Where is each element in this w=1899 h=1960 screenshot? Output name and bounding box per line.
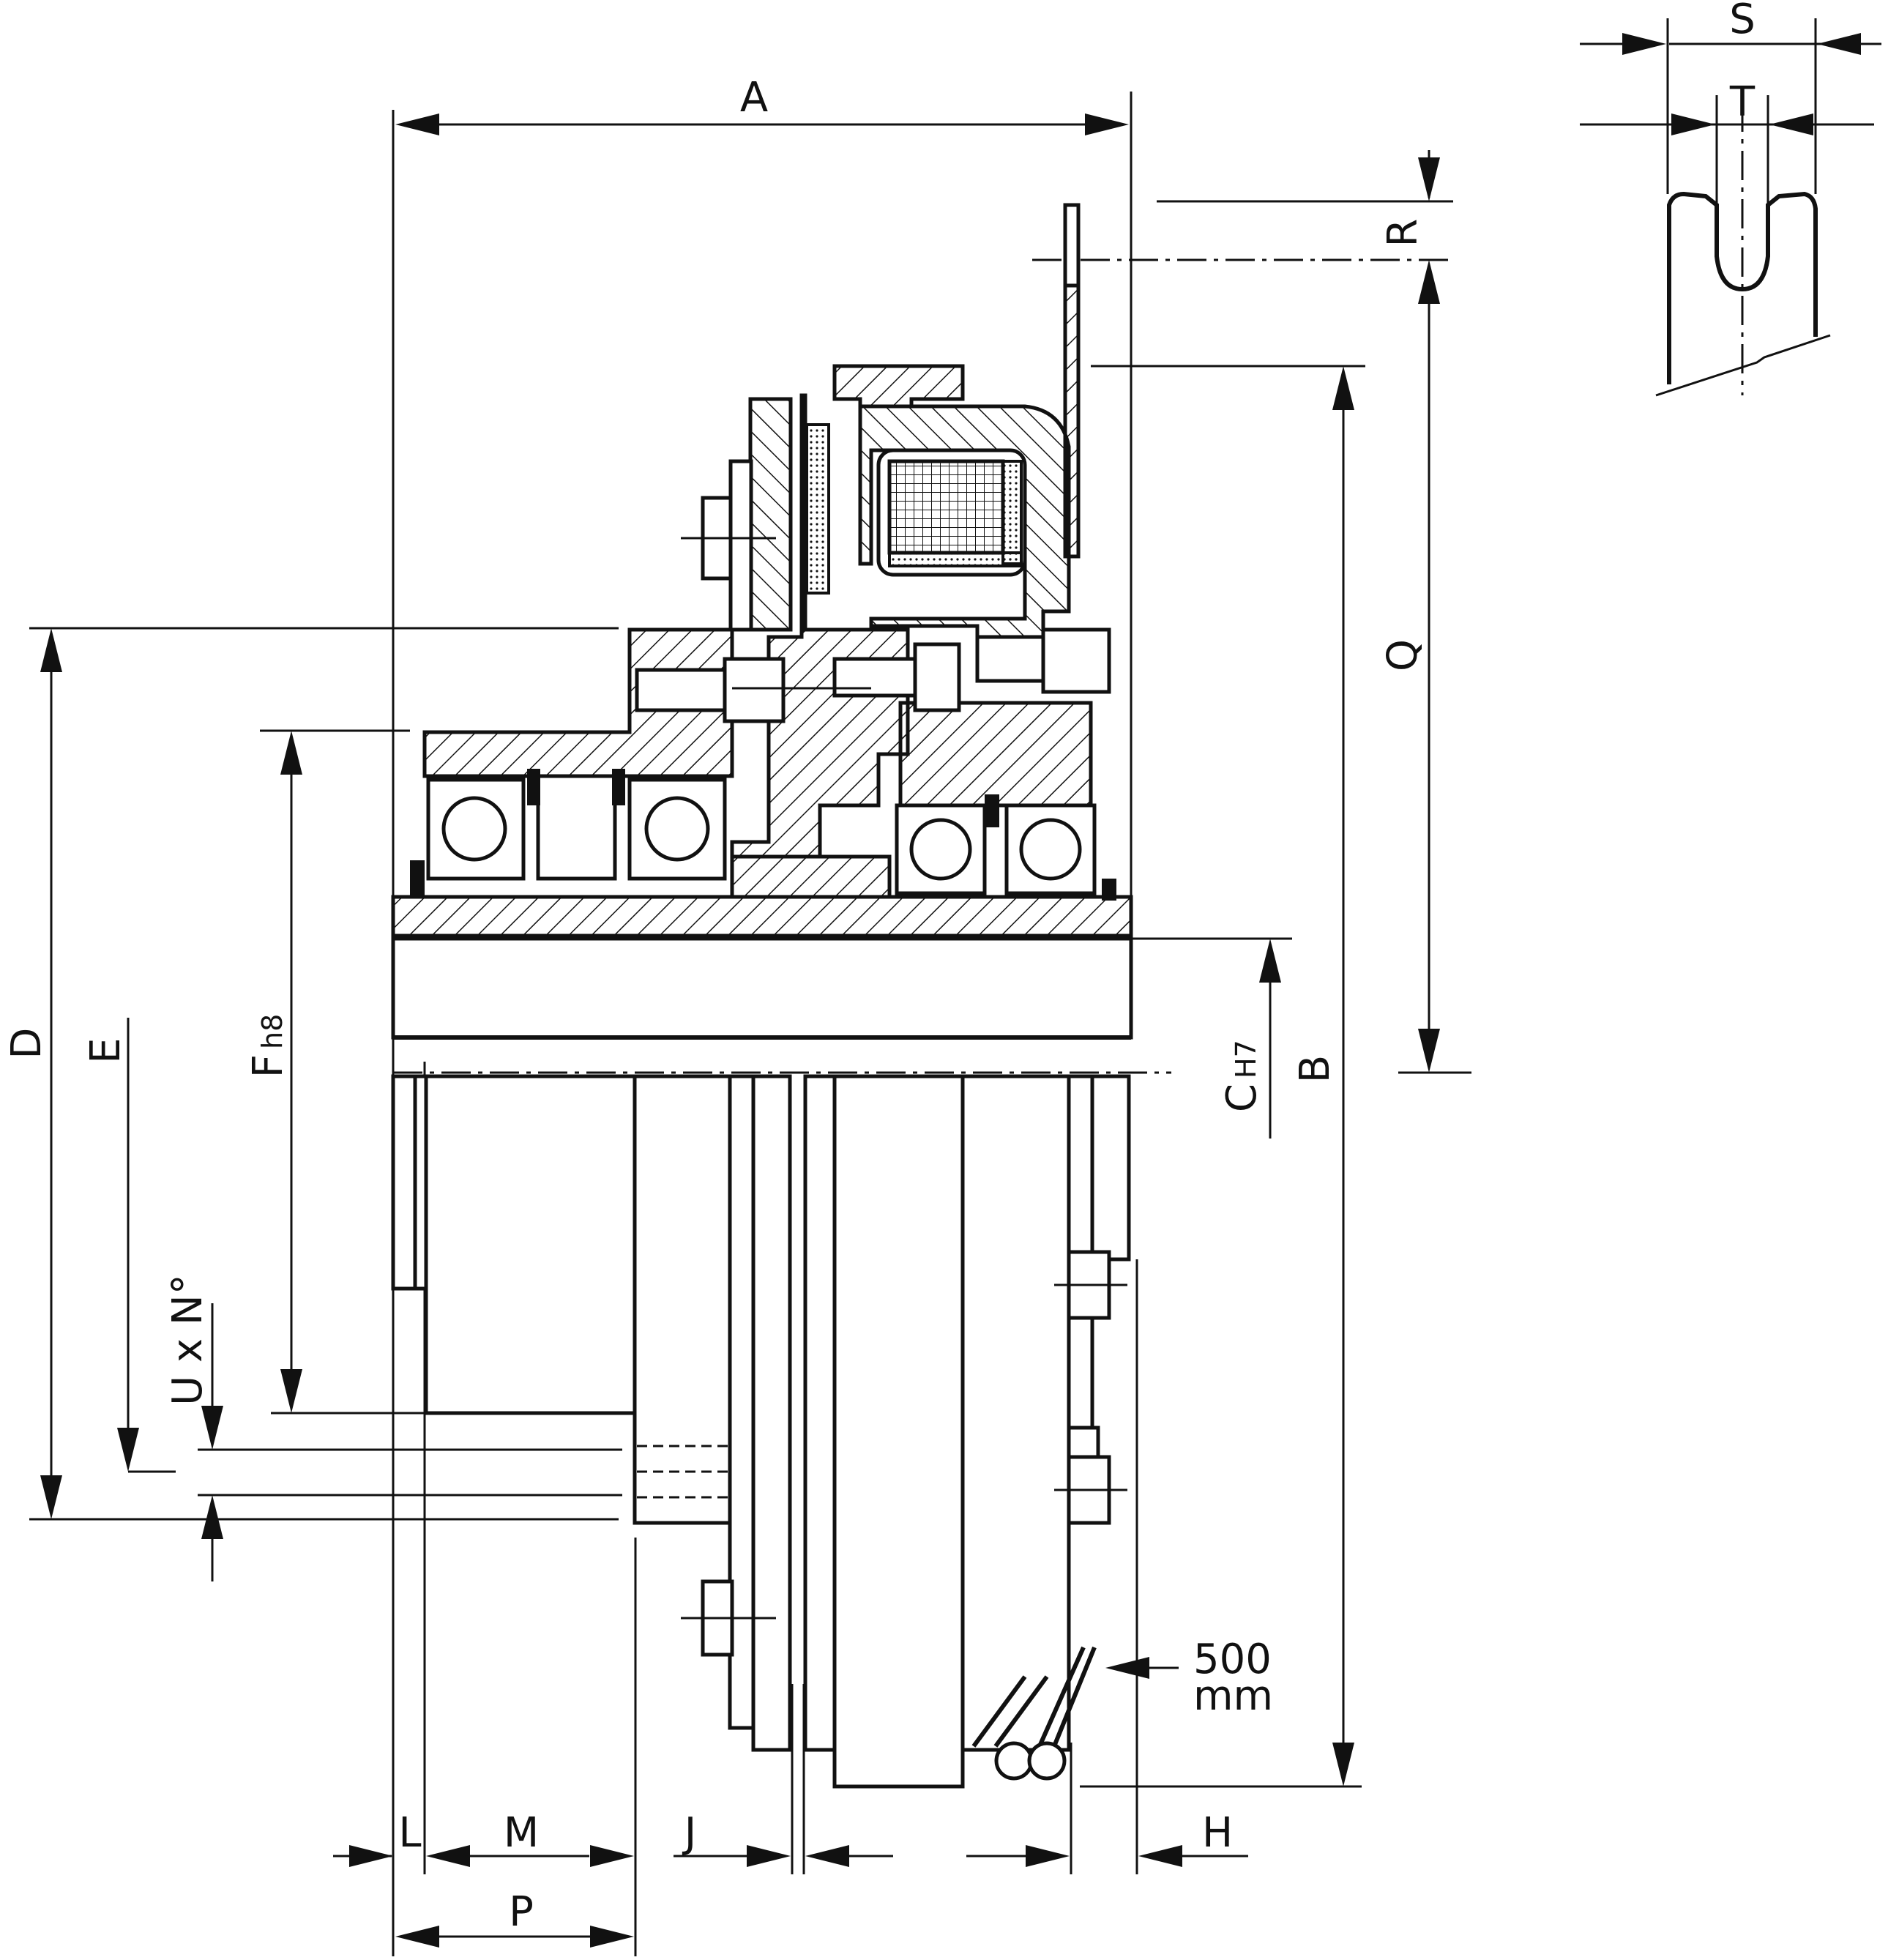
label-u-x-no: U x N° — [164, 1274, 212, 1406]
label-l: L — [398, 1809, 421, 1857]
label-m: M — [504, 1809, 539, 1857]
label-r: R — [1379, 219, 1427, 247]
label-c-sub: H7 — [1230, 1040, 1262, 1078]
label-f-sub: h8 — [256, 1014, 288, 1049]
label-q: Q — [1379, 639, 1427, 671]
label-a: A — [740, 74, 768, 122]
dimension-labels: A S T R Q B C H7 D E F h8 U x N° L M P J… — [3, 0, 1756, 1936]
label-f: F — [245, 1054, 292, 1078]
outline-view — [391, 1074, 1131, 1789]
label-e: E — [82, 1037, 130, 1063]
label-d: D — [3, 1027, 51, 1059]
label-h: H — [1202, 1809, 1233, 1857]
label-c: C — [1218, 1084, 1266, 1112]
label-j: J — [682, 1809, 697, 1857]
detail-slot-view — [1580, 18, 1881, 397]
lead-length-unit: mm — [1193, 1672, 1273, 1720]
label-b: B — [1291, 1055, 1339, 1083]
section-view — [391, 203, 1171, 1074]
label-p: P — [509, 1888, 534, 1936]
label-s: S — [1729, 0, 1756, 43]
label-t: T — [1729, 78, 1756, 126]
lead-length-value: 500 — [1193, 1636, 1272, 1683]
dimension-lines — [29, 92, 1471, 1956]
